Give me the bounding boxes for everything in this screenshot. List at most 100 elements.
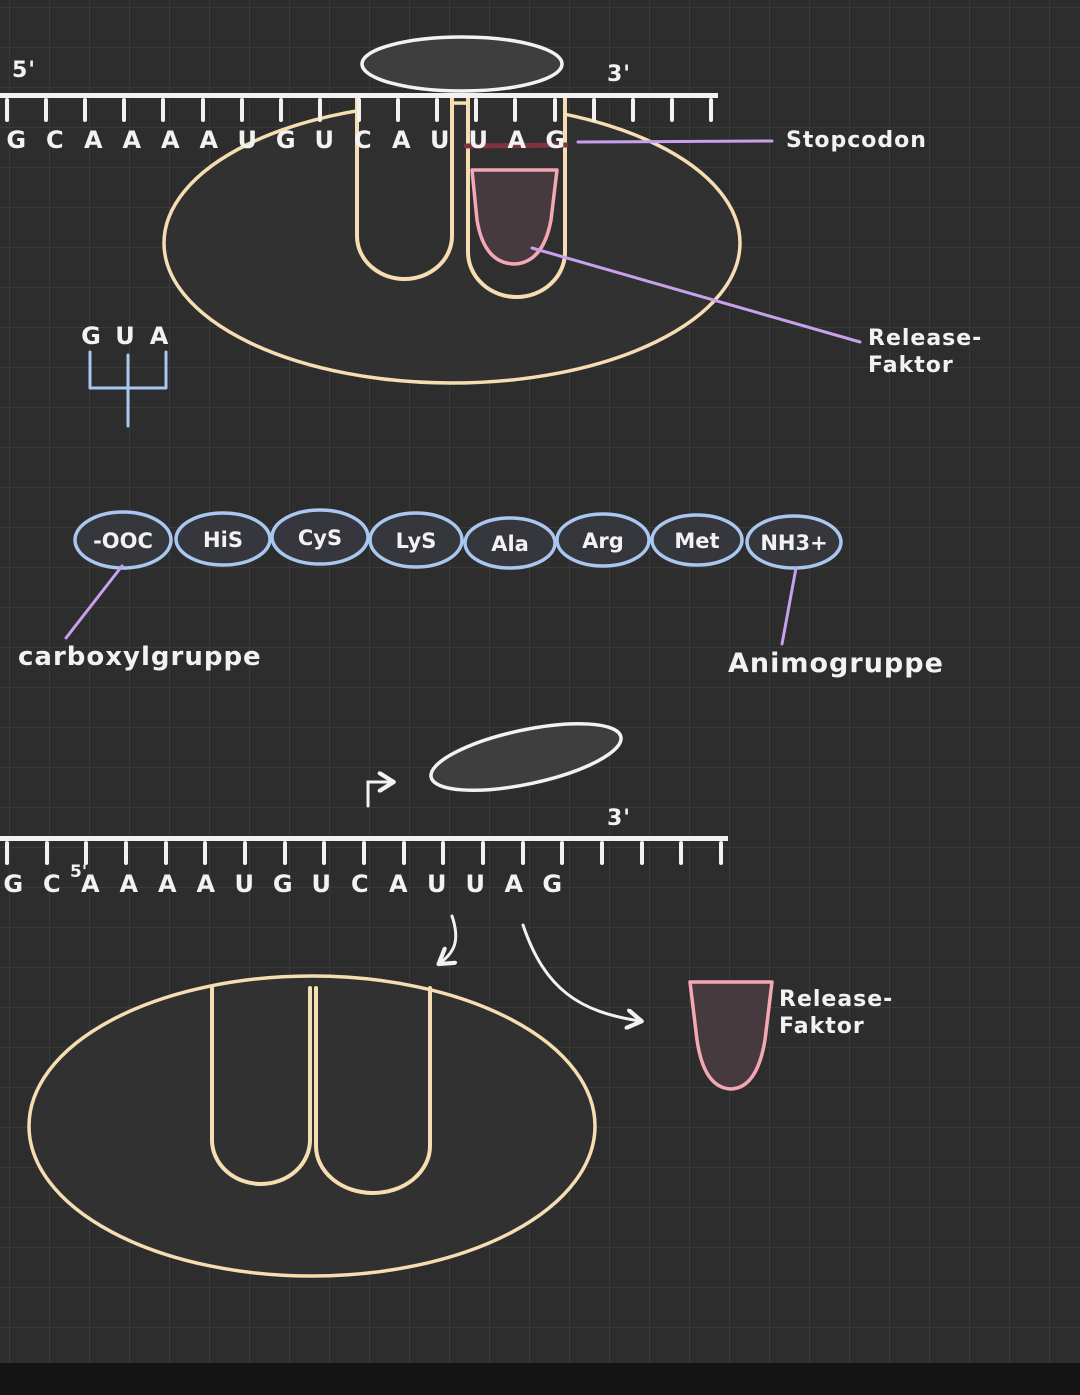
nucleotide: A: [507, 126, 527, 154]
five-prime-label-bottom: 5': [70, 862, 88, 882]
release-factor-label-line2: Faktor: [868, 353, 954, 378]
nucleotide: A: [504, 870, 524, 898]
peptide-chain-labels: -OOC HiS CyS LyS Ala Arg Met NH3+: [93, 526, 828, 556]
mrna-tick: [639, 841, 644, 865]
release-factor-label-line1: Release-: [868, 326, 983, 351]
amino-acid-bead: [368, 511, 464, 569]
mrna-tick: [708, 98, 713, 122]
stopcodon-label: Stopcodon: [786, 128, 927, 153]
nucleotide: U: [468, 126, 489, 154]
mrna-tick: [513, 98, 518, 122]
nucleotide: G: [3, 870, 24, 898]
release-factor-label-line2: Faktor: [779, 1014, 865, 1039]
amino-acid-bead: [463, 516, 557, 570]
nucleotide: U: [430, 126, 450, 154]
stopcodon-highlight-line: [463, 142, 569, 149]
mrna-tick: [718, 841, 723, 865]
amino-acid-label: Met: [674, 529, 719, 553]
nucleotide: A: [157, 870, 177, 898]
mrna-strand-top: [0, 93, 718, 122]
nucleotide: A: [196, 870, 216, 898]
mrna-sequence-bottom: G C A A A A U G U C A U U A G: [0, 870, 572, 898]
mrna-tick: [83, 98, 88, 122]
carboxyl-pointer-line: [64, 564, 124, 640]
page-bottom-bar: [0, 1363, 1080, 1395]
exit-arrow-bent: [366, 782, 392, 808]
mrna-tick: [474, 98, 479, 122]
release-factor-shape-top: [470, 168, 559, 266]
amino-group-label: Animogruppe: [728, 648, 944, 679]
released-subunit-ellipse: [429, 722, 623, 792]
nucleotide: U: [314, 126, 335, 154]
mrna-tick: [44, 841, 49, 865]
nucleotide: A: [391, 126, 411, 154]
nucleotide: G: [6, 126, 27, 154]
mrna-strand-bottom: [0, 836, 728, 865]
mrna-tick: [630, 98, 635, 122]
nucleotide: C: [353, 126, 372, 154]
mrna-tick: [5, 98, 9, 122]
mrna-tick: [317, 98, 322, 122]
mrna-tick: [361, 841, 366, 865]
release-factor-label-top: Release- Faktor: [868, 325, 982, 379]
amino-acid-bead: [650, 513, 744, 567]
mrna-tick: [441, 841, 446, 865]
amino-acid-label: Arg: [582, 529, 624, 553]
nucleotide: C: [350, 870, 369, 898]
nucleotide: G: [81, 322, 101, 350]
mrna-tick: [679, 841, 684, 865]
nucleotide: G: [545, 126, 566, 154]
amino-acid-bead: [73, 510, 173, 570]
carboxyl-group-label: carboxylgruppe: [18, 642, 262, 672]
trna-anticodon-shape: [88, 350, 168, 428]
nucleotide: A: [83, 126, 103, 154]
mrna-tick: [282, 841, 287, 865]
nucleotide: C: [42, 870, 61, 898]
nucleotide: U: [237, 126, 258, 154]
amino-acid-label: NH3+: [760, 531, 827, 555]
three-prime-label-bottom: 3': [607, 806, 632, 831]
amino-acid-bead: [555, 512, 651, 568]
mrna-tick: [356, 98, 361, 122]
small-subunit-ellipse-top: [360, 35, 564, 93]
release-factor-shape-bottom: [688, 980, 774, 1091]
nucleotide: G: [272, 870, 293, 898]
mrna-tick: [435, 98, 440, 122]
nucleotide: G: [542, 870, 563, 898]
mrna-tick: [480, 841, 485, 865]
release-factor-label-bottom: Release- Faktor: [779, 986, 893, 1040]
stopcodon-pointer-line: [576, 139, 774, 144]
nucleotide: A: [122, 126, 142, 154]
nucleotide: U: [234, 870, 255, 898]
nucleotide: A: [149, 322, 169, 350]
amino-acid-label: LyS: [396, 529, 437, 553]
nucleotide: G: [275, 126, 296, 154]
mrna-tick: [44, 98, 49, 122]
mrna-tick: [278, 98, 283, 122]
mrna-tick: [200, 98, 205, 122]
amino-acid-label: Ala: [491, 532, 529, 556]
mrna-tick: [401, 841, 406, 865]
nucleotide: A: [160, 126, 180, 154]
nucleotide: A: [119, 870, 139, 898]
detach-arrow-right: [521, 923, 640, 1021]
peptide-chain: [73, 508, 843, 570]
release-factor-pointer-line-top: [530, 246, 862, 344]
amino-acid-bead: [745, 514, 843, 570]
trna-site-tube-4: [314, 986, 432, 1195]
trna-site-tube-3: [210, 986, 312, 1186]
trna-site-tube-1: [355, 94, 454, 281]
mrna-tick: [84, 841, 89, 865]
mrna-tick: [122, 98, 127, 122]
nucleotide: U: [427, 870, 447, 898]
amino-pointer-line: [780, 566, 798, 646]
amino-acid-label: HiS: [203, 528, 243, 552]
mrna-tick: [161, 98, 166, 122]
amino-acid-bead: [270, 508, 370, 566]
three-prime-label-top: 3': [607, 62, 632, 87]
mrna-tick: [203, 841, 208, 865]
mrna-tick: [669, 98, 674, 122]
mrna-tick: [242, 841, 247, 865]
